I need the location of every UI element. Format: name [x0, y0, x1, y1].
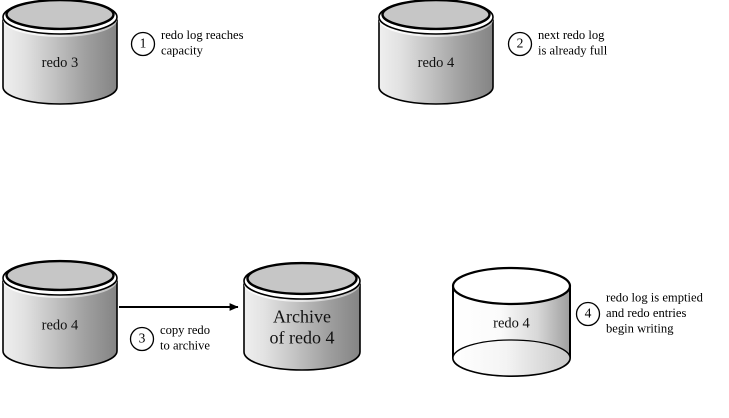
cylinder-label: of redo 4: [270, 327, 335, 347]
step-caption-line: and redo entries: [606, 306, 687, 320]
cylinder-top-surface: [381, 0, 491, 31]
step-caption-line: next redo log: [538, 28, 605, 42]
step-callouts-group: 1 redo log reaches capacity 2 next redo log i…: [129, 28, 704, 353]
step-caption-line: copy redo: [160, 323, 210, 337]
step-number: 3: [139, 331, 146, 346]
cylinder-label: redo 4: [493, 315, 530, 331]
cylinder-body: [243, 283, 361, 371]
step-caption-line: to archive: [160, 339, 210, 353]
step-number-circle-icon: [129, 326, 155, 352]
cylinder-redo-4-top: redo 4: [378, 0, 494, 105]
cylinder-body: [378, 19, 494, 105]
step-number-circle-icon: [575, 301, 601, 327]
cylinder-top-surface: [5, 0, 115, 31]
step-number-circle-icon: [507, 31, 533, 57]
step-callout-1: 1 redo log reaches capacity: [130, 28, 244, 58]
cylinder-top-surface: [5, 259, 115, 292]
cylinder-label: redo 3: [42, 55, 79, 71]
cylinder-inner-floor: [452, 339, 571, 377]
step-caption-line: begin writing: [606, 321, 674, 335]
cylinder-top-surface: [246, 261, 358, 296]
step-callout-4: 4 redo log is emptied and redo entriesbegi…: [575, 290, 704, 335]
step-callout-2: 2 next redo log is already full: [507, 28, 608, 58]
step-number: 2: [517, 36, 524, 51]
step-number: 1: [140, 36, 147, 51]
cylinder-open-top: [451, 266, 572, 306]
cylinder-label: redo 4: [418, 55, 455, 71]
cylinder-redo-4-source: redo 4: [2, 259, 118, 369]
step-caption-line: is already full: [538, 44, 608, 58]
cylinder-redo-3: redo 3: [2, 0, 118, 105]
cylinder-label: Archive: [273, 306, 331, 326]
step-caption-line: capacity: [161, 44, 204, 58]
step-caption-line: redo log reaches: [161, 28, 244, 42]
cylinder-label: redo 4: [42, 318, 79, 334]
step-number-circle-icon: [130, 31, 156, 57]
cylinder-redo-4-emptied: redo 4: [451, 266, 572, 377]
step-caption-line: redo log is emptied: [606, 290, 704, 304]
step-number: 4: [585, 306, 592, 321]
cylinder-body: [2, 19, 118, 105]
step-callout-3: 3 copy redo to archive: [129, 323, 210, 353]
cylinder-body: [2, 280, 118, 369]
